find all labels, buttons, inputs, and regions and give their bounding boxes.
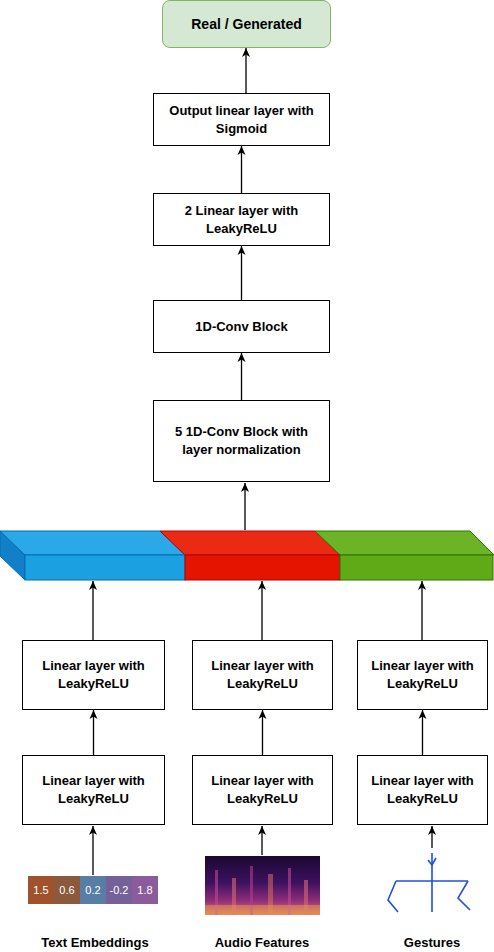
- flow-arrow: [422, 710, 423, 755]
- input-arrow: [92, 826, 93, 875]
- input-arrow: [431, 826, 432, 848]
- box-text: Linear layer with LeakyReLU: [366, 772, 479, 808]
- flow-arrow: [261, 581, 262, 640]
- input-caption: Audio Features: [187, 932, 337, 952]
- embedding-value: 0.2: [80, 876, 106, 904]
- bar-front-green: [340, 555, 493, 580]
- box-text: Linear layer with LeakyReLU: [31, 657, 156, 693]
- box-text: Output linear layer with Sigmoid: [162, 102, 321, 138]
- box-text: Linear layer with LeakyReLU: [31, 772, 156, 808]
- figure-right-arm: [458, 881, 470, 910]
- box-text: 1D-Conv Block: [195, 318, 287, 336]
- box-text: Linear layer with LeakyReLU: [366, 657, 479, 693]
- layer-box: Output linear layer with Sigmoid: [153, 93, 330, 146]
- bar-top-green: [315, 531, 494, 555]
- box-text: Linear layer with LeakyReLU: [201, 657, 324, 693]
- figure-spine: [431, 853, 433, 912]
- flow-arrow: [245, 48, 246, 93]
- embedding-cell: [28, 876, 54, 904]
- layer-box: Linear layer with LeakyReLU: [22, 640, 165, 710]
- figure-left-arm: [388, 881, 398, 912]
- bar-front-blue: [25, 555, 185, 580]
- layer-box: Linear layer with LeakyReLU: [192, 640, 333, 710]
- bar-top-blue: [0, 531, 185, 555]
- output-box: Real / Generated: [162, 0, 331, 48]
- embedding-cell: [132, 876, 158, 904]
- layer-box: 5 1D-Conv Block with layer normalization: [153, 400, 330, 482]
- flow-arrow: [421, 581, 422, 640]
- layer-box: 1D-Conv Block: [153, 300, 330, 353]
- layer-box: Linear layer with LeakyReLU: [22, 755, 165, 825]
- flow-arrow: [262, 710, 263, 755]
- embedding-cell: [80, 876, 106, 904]
- box-text: 5 1D-Conv Block with layer normalization: [162, 423, 321, 459]
- box-text: 2 Linear layer with LeakyReLU: [162, 202, 321, 238]
- embedding-cell: [106, 876, 132, 904]
- spectrogram-bg: [205, 856, 320, 915]
- flow-arrow: [92, 581, 93, 640]
- box-text: Real / Generated: [191, 15, 302, 33]
- flow-arrow: [244, 483, 245, 530]
- layer-box: Linear layer with LeakyReLU: [357, 640, 488, 710]
- flow-arrow: [241, 246, 242, 300]
- flow-arrow: [93, 710, 94, 755]
- embedding-cells: [28, 876, 158, 904]
- embedding-value: -0.2: [106, 876, 132, 904]
- layer-box: 2 Linear layer with LeakyReLU: [153, 193, 330, 246]
- figure-shoulders: [396, 880, 468, 882]
- feature-bar: [0, 531, 494, 580]
- layer-box: Linear layer with LeakyReLU: [192, 755, 333, 825]
- embedding-value: 1.5: [28, 876, 54, 904]
- embedding-value: 1.8: [132, 876, 158, 904]
- stick-figure: [388, 853, 470, 912]
- input-arrow: [261, 826, 262, 855]
- input-caption: Text Embeddings: [5, 932, 185, 952]
- layer-box: Linear layer with LeakyReLU: [357, 755, 488, 825]
- bar-front-red: [185, 555, 340, 580]
- embedding-value: 0.6: [54, 876, 80, 904]
- embedding-cell: [54, 876, 80, 904]
- input-caption: Gestures: [372, 932, 492, 952]
- spectrogram-band: [205, 905, 320, 915]
- box-text: Linear layer with LeakyReLU: [201, 772, 324, 808]
- bar-top-red: [160, 531, 340, 555]
- figure-head: [428, 858, 436, 865]
- flow-arrow: [241, 353, 242, 400]
- spectrogram: [205, 856, 320, 915]
- flow-arrow: [241, 146, 242, 193]
